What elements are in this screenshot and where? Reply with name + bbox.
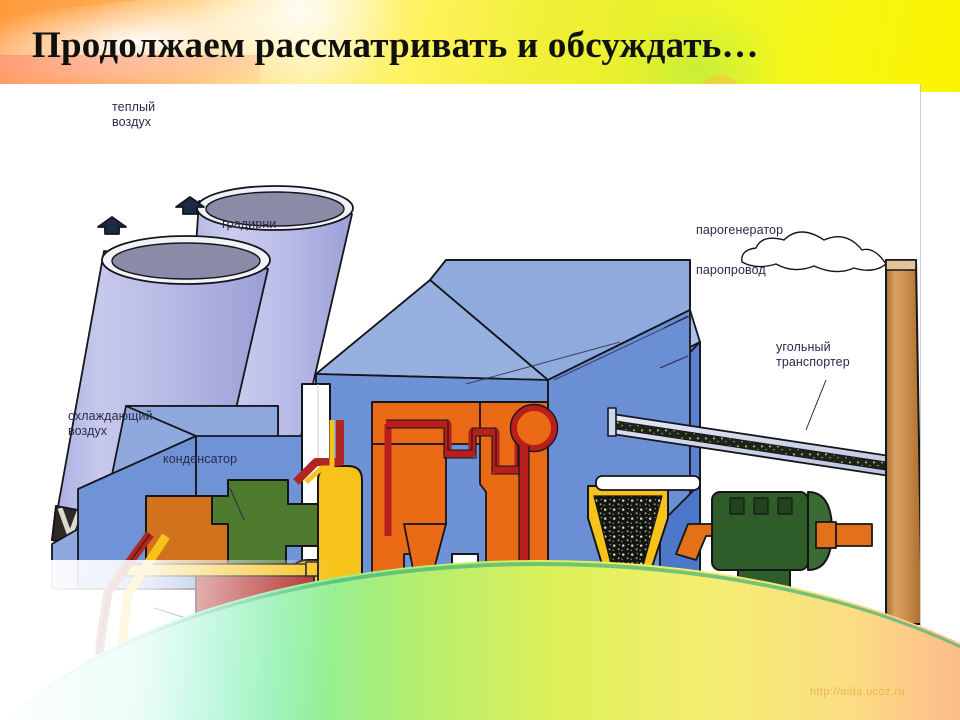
warm-air-arrow-left — [97, 216, 127, 235]
diagram-label-cooling-towers: градирни — [222, 217, 277, 231]
diagram-label-coal-conveyor: угольный транспортер — [776, 340, 850, 369]
hot-water-loop — [293, 420, 344, 485]
diagram-label-cooling-air: охлаждающий воздух — [68, 409, 153, 438]
diagram-label-condenser: конденсатор — [163, 452, 238, 466]
diagram-label-steam-pipe: паропровод — [696, 263, 766, 277]
diagram-label-steam-generator: парогенератор — [696, 223, 784, 237]
footer-left-haze — [0, 560, 420, 720]
diagram-label-warm-air: теплый воздух — [112, 100, 156, 129]
watermark-text: http://aida.ucoz.ru — [809, 686, 905, 698]
steam-drum — [509, 403, 559, 453]
generator-unit — [675, 491, 873, 597]
chimney-smoke — [741, 231, 887, 273]
footer-arc-edge — [0, 562, 960, 720]
chimney-stack — [885, 259, 920, 625]
warm-air-arrow-right — [175, 196, 205, 215]
page-title: Продолжаем рассматривать и обсуждать… — [32, 25, 759, 66]
